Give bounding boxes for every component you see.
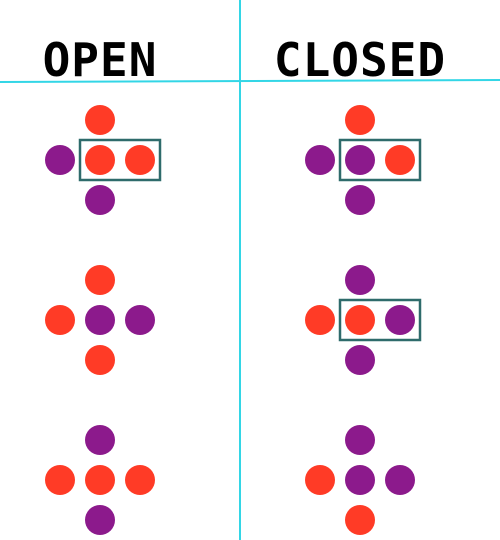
dot-right-purple (385, 465, 415, 495)
dot-right-red (125, 145, 155, 175)
highlight-box (338, 138, 422, 182)
configuration-closed-2 (305, 265, 422, 375)
dot-top-red (345, 105, 375, 135)
dot-right-purple (385, 305, 415, 335)
dot-bottom-purple (345, 185, 375, 215)
highlight-box (78, 138, 162, 182)
dot-top-purple (345, 265, 375, 295)
dot-right-purple (125, 305, 155, 335)
dot-center-purple (85, 305, 115, 335)
dot-bottom-purple (85, 505, 115, 535)
dot-bottom-red (85, 345, 115, 375)
dot-left-purple (305, 145, 335, 175)
highlight-box (338, 298, 422, 342)
dot-center-purple (345, 145, 375, 175)
dot-left-red (45, 305, 75, 335)
dot-right-red (125, 465, 155, 495)
dot-center-red (85, 465, 115, 495)
configuration-open-1 (45, 105, 162, 215)
configuration-closed-1 (305, 105, 422, 215)
dot-top-red (85, 265, 115, 295)
configuration-open-2 (45, 265, 155, 375)
column-title-open: OPEN (42, 33, 158, 87)
configuration-closed-3 (305, 425, 415, 535)
dot-left-red (45, 465, 75, 495)
dot-left-red (305, 305, 335, 335)
dot-bottom-purple (345, 345, 375, 375)
dot-center-purple (345, 465, 375, 495)
dot-top-red (85, 105, 115, 135)
dot-left-purple (45, 145, 75, 175)
horizontal-divider (0, 79, 500, 83)
dot-bottom-purple (85, 185, 115, 215)
dot-right-red (385, 145, 415, 175)
dot-top-purple (345, 425, 375, 455)
dot-top-purple (85, 425, 115, 455)
configuration-open-3 (45, 425, 155, 535)
column-title-closed: CLOSED (273, 33, 447, 87)
dot-left-red (305, 465, 335, 495)
dot-center-red (345, 305, 375, 335)
dot-center-red (85, 145, 115, 175)
dot-bottom-red (345, 505, 375, 535)
configurations-layer (45, 105, 422, 535)
